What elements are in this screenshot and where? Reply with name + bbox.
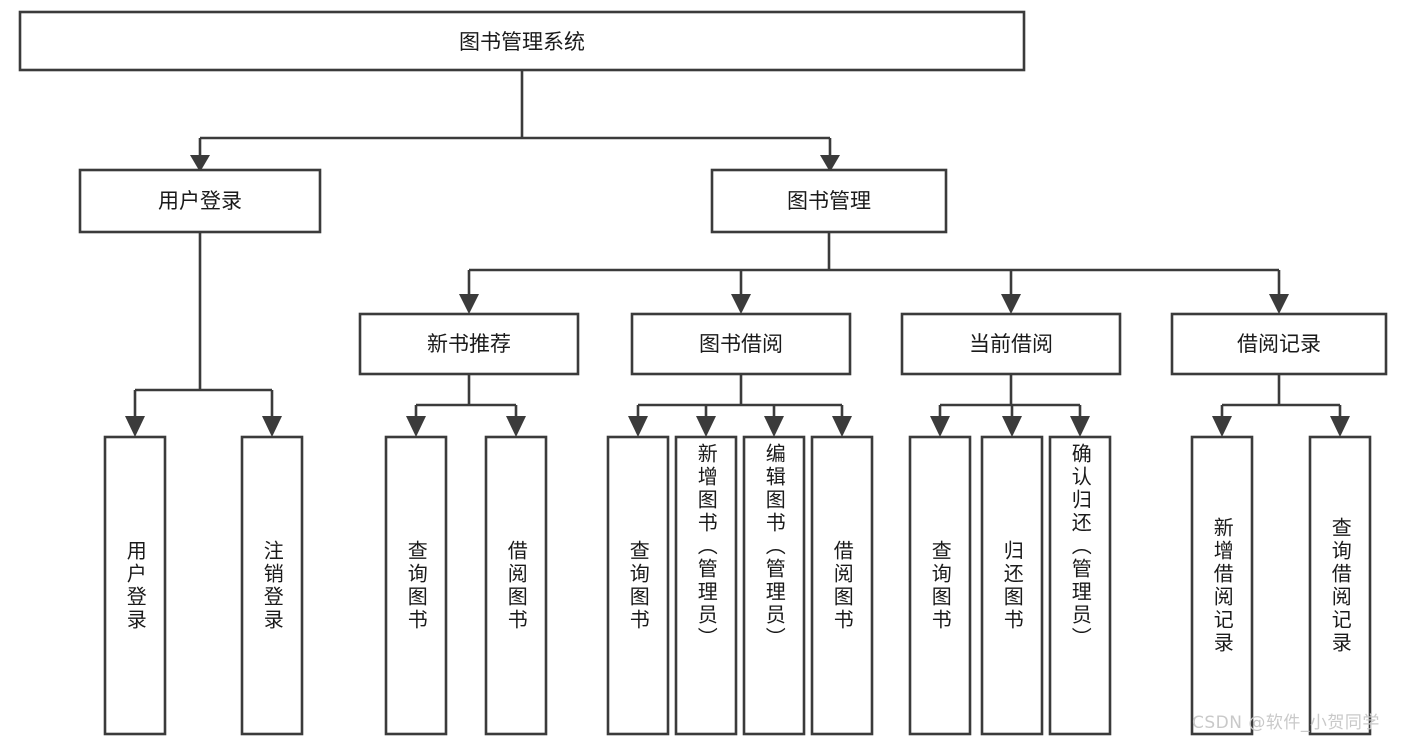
node-current-borrow-label: 当前借阅: [969, 332, 1053, 356]
connector-group-bookmgmt-to-level3: [459, 232, 1289, 314]
node-current-borrow[interactable]: 当前借阅: [900, 312, 1122, 376]
node-book-management-label: 图书管理: [787, 189, 871, 213]
connector-group-currentborrow-to-leaves: [930, 374, 1090, 437]
leaf-box-query-book-recommend[interactable]: [384, 435, 448, 736]
node-user-login[interactable]: 用户登录: [78, 168, 322, 234]
connector-group-borrowrecord-to-leaves: [1212, 374, 1350, 437]
leaf-box-edit-book-admin[interactable]: [742, 435, 806, 736]
leaf-box-user-login[interactable]: [103, 435, 167, 736]
leaf-box-add-borrow-record[interactable]: [1190, 435, 1254, 736]
arrowhead-user-login: [190, 155, 210, 172]
leaf-box-query-borrow-record[interactable]: [1308, 435, 1372, 736]
arrowhead-newbook-leaf-1: [406, 416, 426, 437]
connector-group-bookborrow-to-leaves: [628, 374, 852, 437]
arrowhead-bookborrow-leaf-1: [628, 416, 648, 437]
node-borrow-record[interactable]: 借阅记录: [1170, 312, 1388, 376]
arrowhead-borrowrecord: [1269, 294, 1289, 314]
node-root-system-box[interactable]: [18, 10, 1026, 72]
leaf-box-confirm-return-admin[interactable]: [1048, 435, 1112, 736]
arrowhead-newbook-leaf-2: [506, 416, 526, 437]
connector-group-newbook-to-leaves: [406, 374, 526, 437]
node-book-borrow-box[interactable]: [630, 312, 852, 376]
arrowhead-bookborrow-leaf-3: [764, 416, 784, 437]
arrowhead-currentborrow-leaf-3: [1070, 416, 1090, 437]
arrowhead-bookborrow: [731, 294, 751, 314]
arrowhead-currentborrow: [1001, 294, 1021, 314]
node-book-borrow[interactable]: 图书借阅: [630, 312, 852, 376]
node-book-management[interactable]: 图书管理: [710, 168, 948, 234]
arrowhead-leaf-user-login: [125, 416, 145, 437]
node-user-login-box[interactable]: [78, 168, 322, 234]
node-root-system[interactable]: 图书管理系统: [18, 10, 1026, 72]
node-book-borrow-label: 图书借阅: [699, 332, 783, 356]
leaf-box-borrow-book-recommend[interactable]: [484, 435, 548, 736]
arrowhead-currentborrow-leaf-2: [1002, 416, 1022, 437]
arrowhead-bookborrow-leaf-2: [696, 416, 716, 437]
arrowhead-newbook: [459, 294, 479, 314]
node-new-book-recommend-box[interactable]: [358, 312, 580, 376]
arrowhead-book-mgmt: [820, 155, 840, 172]
leaf-box-borrow-book[interactable]: [810, 435, 874, 736]
csdn-watermark: CSDN @软件_小贺同学: [1192, 713, 1380, 733]
leaf-box-query-book-borrow[interactable]: [606, 435, 670, 736]
node-new-book-recommend[interactable]: 新书推荐: [358, 312, 580, 376]
arrowhead-currentborrow-leaf-1: [930, 416, 950, 437]
arrowhead-borrowrecord-leaf-1: [1212, 416, 1232, 437]
leaf-box-return-book[interactable]: [980, 435, 1044, 736]
arrowhead-bookborrow-leaf-4: [832, 416, 852, 437]
node-new-book-recommend-label: 新书推荐: [427, 332, 511, 356]
node-borrow-record-box[interactable]: [1170, 312, 1388, 376]
node-root-system-label: 图书管理系统: [459, 30, 585, 54]
node-user-login-label: 用户登录: [158, 189, 242, 213]
arrowhead-borrowrecord-leaf-2: [1330, 416, 1350, 437]
arrowhead-leaf-logout: [262, 416, 282, 437]
leaf-box-add-book-admin[interactable]: [674, 435, 738, 736]
leaf-box-query-book-current[interactable]: [908, 435, 972, 736]
connector-group-root-to-level2: [190, 70, 840, 172]
node-book-management-box[interactable]: [710, 168, 948, 234]
node-borrow-record-label: 借阅记录: [1237, 332, 1321, 356]
leaf-box-logout[interactable]: [240, 435, 304, 736]
node-current-borrow-box[interactable]: [900, 312, 1122, 376]
connector-group-userlogin-to-leaves: [125, 232, 282, 437]
